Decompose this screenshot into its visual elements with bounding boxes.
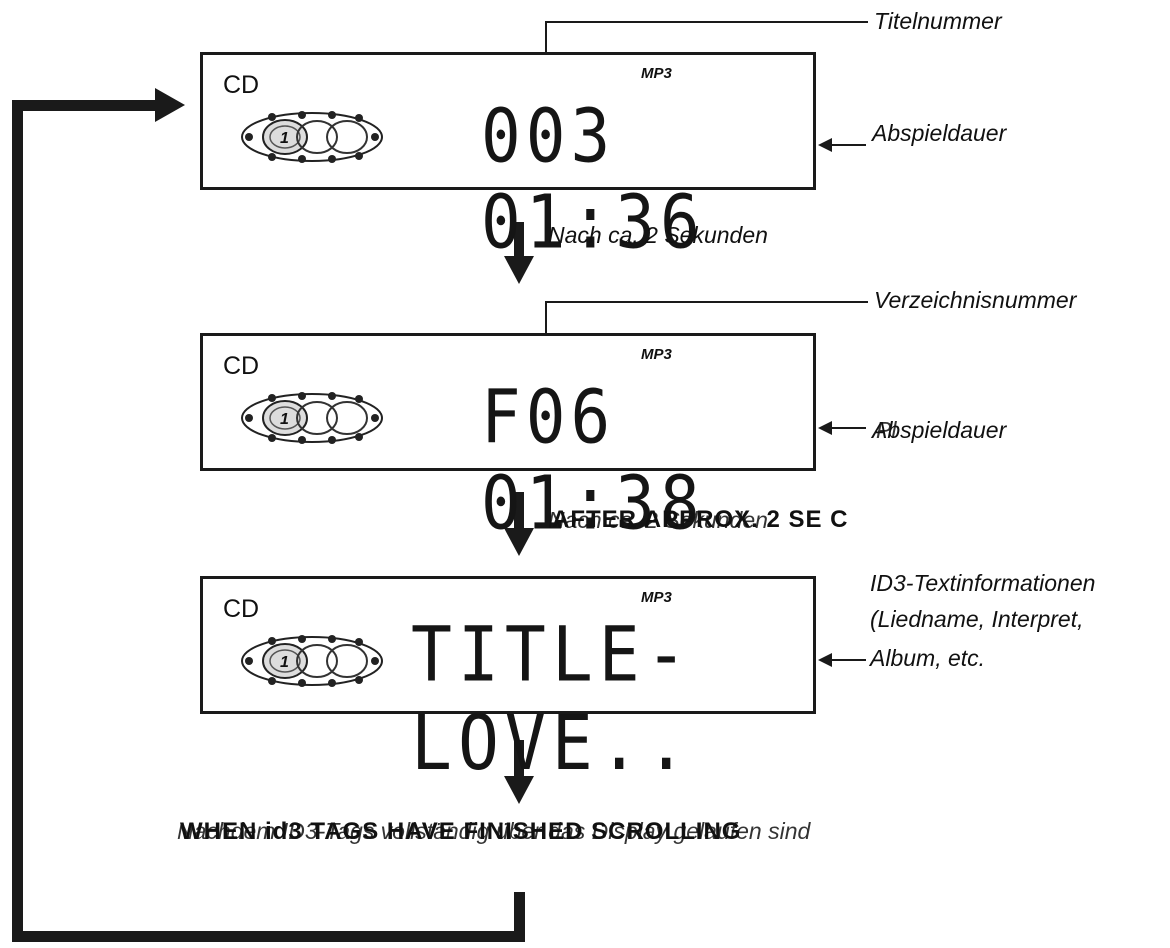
lcd-segment-text: F06 01:38 [481,374,705,547]
mp3-label: MP3 [641,65,672,82]
label-after-approx: AFTER APPROX. 2 SE C [552,506,849,533]
label-verzeichnisnummer: Verzeichnisnummer [874,287,1077,313]
disc-stack-icon: 1 [241,392,383,444]
svg-text:1: 1 [280,130,289,147]
label-nach-2-sekunden: Nach ca. 2 Sekunden [548,222,768,248]
label-when-scrolling: WHEN id3 TAGS HAVE FINISHED SCROLLING [180,818,742,845]
lcd-segment-text: TITLE-LOVE.. [411,611,693,788]
lcd-panel-3: CD MP3 1 TITLE-LOVE.. [200,576,816,788]
label-pi-overlay: Pl [876,417,897,443]
cd-label: CD [223,71,260,99]
cd-label: CD [223,352,260,380]
label-id3-line2: (Liedname, Interpret, [870,606,1084,632]
label-nachdem: Nachdem ID3-Tags vollständig über das Di… [177,818,811,844]
lcd-panel-1: CD MP3 1 003 01:36 [200,52,816,265]
label-id3-line1: ID3-Textinformationen [870,570,1096,596]
disc-stack-icon: 1 [241,111,383,163]
label-abspieldauer-1: Abspieldauer [872,120,1007,146]
mp3-label: MP3 [641,346,672,363]
disc-stack-icon: 1 [241,635,383,687]
arrow-down-icon [504,222,534,804]
loop-arrow-icon [12,88,525,942]
lcd-panel-2: CD MP3 1 F06 01:38 [200,333,816,546]
label-abspieldauer-2: Abspieldauer [872,417,1007,443]
mp3-label: MP3 [641,589,672,606]
svg-text:1: 1 [280,411,289,428]
svg-text:1: 1 [280,654,289,671]
cd-label: CD [223,595,260,623]
lcd-segment-text: 003 01:36 [481,93,705,266]
label-nach-2-sekunden-2: Nach ca. 2 Sekunden [548,507,768,533]
label-id3-line3: Album, etc. [870,645,986,671]
label-titelnummer: Titelnummer [874,8,1002,34]
